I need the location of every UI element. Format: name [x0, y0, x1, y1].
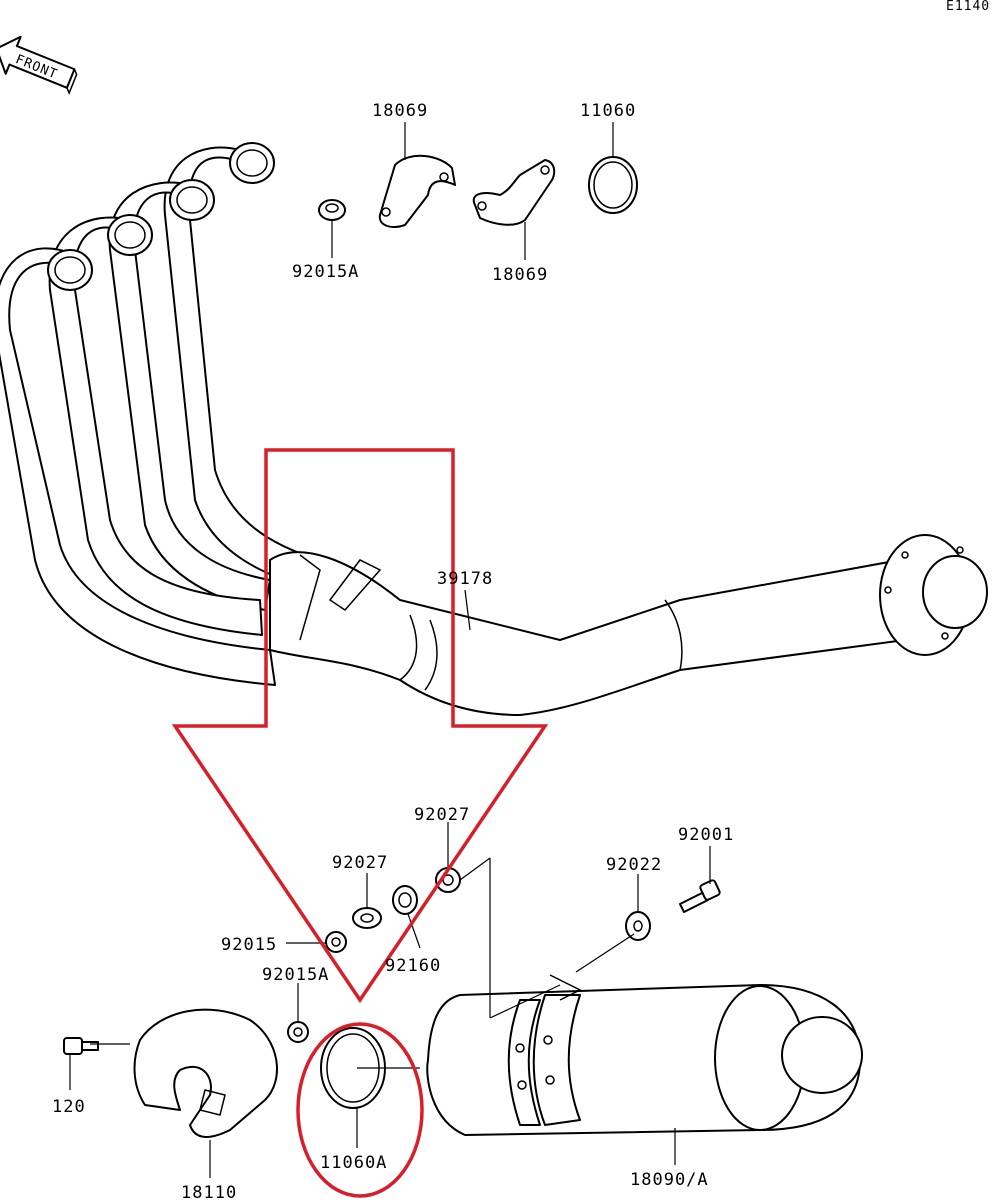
part-label-92022: 92022: [606, 855, 662, 875]
part-label-92015: 92015: [221, 935, 277, 955]
part-label-92160: 92160: [385, 956, 441, 976]
screw: [63, 1037, 99, 1055]
part-label-92027-right: 92027: [414, 805, 470, 825]
nut: [325, 931, 347, 953]
nut-bottom: [287, 1021, 309, 1043]
heat-cover: [133, 1008, 278, 1138]
collar-left: [352, 907, 382, 929]
damper: [392, 885, 418, 915]
part-label-11060: 11060: [580, 101, 636, 121]
part-label-18069-top: 18069: [372, 101, 428, 121]
muffler: [426, 974, 863, 1136]
nut-top: [318, 199, 346, 221]
part-label-120: 120: [52, 1097, 86, 1117]
part-label-39178: 39178: [437, 569, 493, 589]
part-label-11060A: 11060A: [320, 1153, 387, 1173]
part-label-92015A-bottom: 92015A: [262, 965, 329, 985]
front-direction-arrow-icon: FRONT: [0, 35, 78, 95]
bolt: [679, 879, 721, 913]
part-label-18110: 18110: [181, 1183, 237, 1200]
part-label-18069-right: 18069: [492, 265, 548, 285]
flange-half-right: [472, 159, 556, 226]
part-label-92001: 92001: [678, 825, 734, 845]
washer: [625, 911, 651, 941]
highlight-circle: [296, 1022, 424, 1198]
leader-lines: [69, 122, 711, 1178]
flange-half-left: [378, 154, 456, 228]
diagram-code: E1140: [946, 0, 990, 14]
part-label-18090A: 18090/A: [630, 1170, 709, 1190]
exhaust-header-pipe: [0, 142, 988, 716]
part-label-92015A-top: 92015A: [292, 262, 359, 282]
part-label-92027-left: 92027: [332, 853, 388, 873]
gasket-ring-top: [588, 156, 638, 214]
highlight-arrow: [171, 448, 549, 1004]
